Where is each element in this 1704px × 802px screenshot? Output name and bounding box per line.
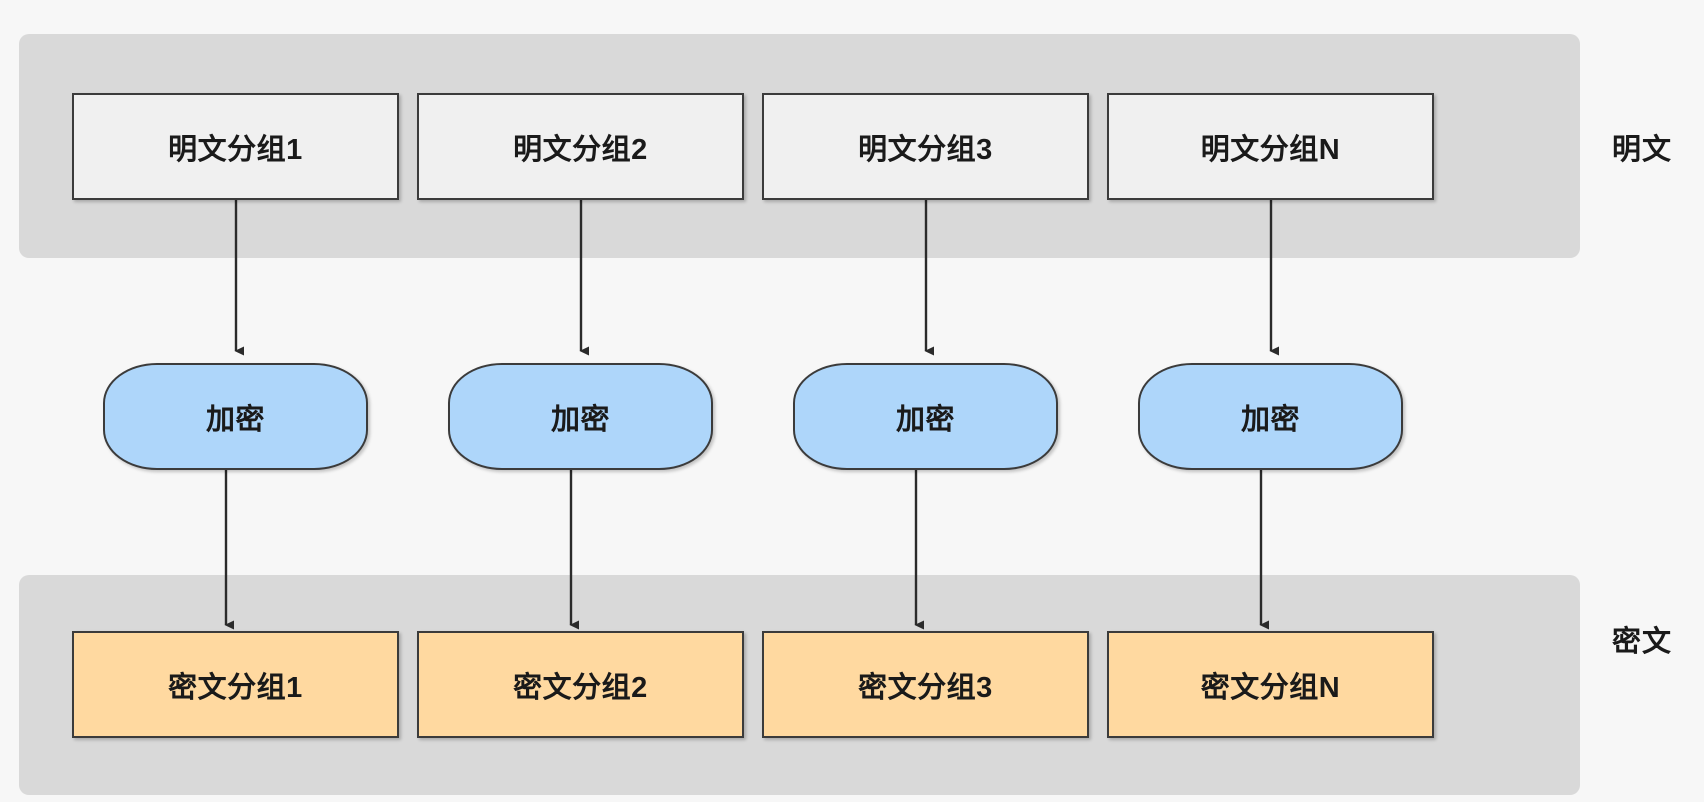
ciphertext-block-1[interactable]: 密文分组1 bbox=[72, 631, 399, 738]
plaintext-block-n[interactable]: 明文分组N bbox=[1107, 93, 1434, 200]
ciphertext-block-n[interactable]: 密文分组N bbox=[1107, 631, 1434, 738]
encrypt-block-1[interactable]: 加密 bbox=[103, 363, 368, 470]
ciphertext-block-3[interactable]: 密文分组3 bbox=[762, 631, 1089, 738]
encrypt-block-3[interactable]: 加密 bbox=[793, 363, 1058, 470]
plaintext-block-2[interactable]: 明文分组2 bbox=[417, 93, 744, 200]
plaintext-block-3[interactable]: 明文分组3 bbox=[762, 93, 1089, 200]
plaintext-side-label: 明文 bbox=[1612, 134, 1673, 166]
ciphertext-side-label: 密文 bbox=[1612, 626, 1673, 658]
plaintext-block-1[interactable]: 明文分组1 bbox=[72, 93, 399, 200]
ciphertext-block-2[interactable]: 密文分组2 bbox=[417, 631, 744, 738]
encrypt-block-2[interactable]: 加密 bbox=[448, 363, 713, 470]
encrypt-block-n[interactable]: 加密 bbox=[1138, 363, 1403, 470]
